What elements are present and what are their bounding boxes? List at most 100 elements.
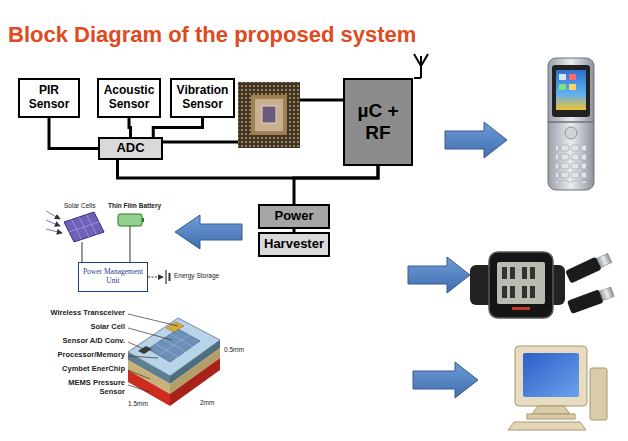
part-label: Wireless Transceiver bbox=[30, 309, 125, 318]
node-text: Vibration Sensor bbox=[175, 84, 230, 112]
processor-chip-photo bbox=[251, 95, 287, 135]
leader-line bbox=[128, 314, 178, 326]
antenna-symbol bbox=[414, 54, 428, 78]
sensor-chip-illustration bbox=[128, 318, 220, 406]
part-label: Sensor A/D Conv. bbox=[30, 337, 125, 346]
thin-film-battery-picture bbox=[118, 214, 144, 226]
part-label: Energy Storage bbox=[174, 272, 219, 279]
solar-cell-picture bbox=[46, 211, 62, 233]
solar-cell-picture bbox=[46, 211, 60, 219]
wrist-watch-picture bbox=[502, 267, 507, 279]
antenna-symbol bbox=[414, 77, 421, 79]
solar-cell-picture bbox=[46, 220, 60, 226]
block-arrow bbox=[445, 122, 507, 158]
harvester-box: Harvester bbox=[258, 232, 330, 257]
wrist-watch-picture bbox=[510, 286, 515, 298]
sensor-chip-illustration bbox=[148, 329, 200, 362]
mobile-phone-picture bbox=[569, 84, 576, 90]
leader-line bbox=[128, 370, 150, 379]
bus-wire bbox=[300, 99, 343, 102]
mobile-phone-picture bbox=[559, 74, 566, 80]
wrist-watch-picture bbox=[497, 262, 545, 304]
leader-line bbox=[128, 314, 178, 392]
solar-cell-picture bbox=[69, 215, 99, 240]
wire bbox=[82, 242, 83, 262]
part-label: Processor/Memory bbox=[30, 351, 125, 360]
solar-cell-picture bbox=[64, 212, 104, 242]
battery-symbol bbox=[166, 270, 170, 284]
battery-symbol bbox=[165, 270, 166, 284]
processor-chip-photo bbox=[255, 99, 283, 131]
processor-chip-photo bbox=[238, 82, 300, 148]
desktop-computer-picture bbox=[508, 422, 586, 430]
usb-dongle-picture bbox=[565, 252, 615, 315]
leader-line bbox=[128, 342, 146, 350]
wrist-watch-picture bbox=[512, 307, 530, 310]
sensor-box: Vibration Sensor bbox=[170, 78, 235, 118]
wrist-watch-picture bbox=[502, 286, 507, 298]
bus-connector bbox=[49, 118, 98, 149]
leader-line bbox=[128, 328, 172, 340]
usb-dongle-picture bbox=[600, 287, 615, 301]
solar-cell-picture bbox=[69, 222, 99, 232]
node-text: Harvester bbox=[264, 237, 324, 252]
wrist-watch-picture bbox=[470, 252, 565, 318]
thin-film-battery-picture bbox=[142, 218, 144, 222]
wrist-watch-picture bbox=[510, 267, 515, 279]
wire bbox=[148, 277, 163, 278]
connector-group bbox=[49, 118, 378, 232]
converter-box: ADC bbox=[98, 137, 163, 160]
desktop-computer-picture bbox=[527, 414, 575, 419]
mobile-phone-picture bbox=[548, 121, 594, 123]
usb-dongle-picture bbox=[567, 289, 604, 314]
solar-cell-picture bbox=[46, 211, 104, 242]
wrist-watch-picture bbox=[530, 286, 535, 298]
desktop-computer-picture bbox=[508, 346, 607, 430]
wrist-watch-picture bbox=[522, 286, 527, 298]
bus-connector bbox=[294, 166, 378, 204]
wrist-watch-picture bbox=[489, 252, 553, 318]
usb-dongle-picture bbox=[567, 285, 615, 314]
usb-dongle-picture bbox=[565, 252, 613, 284]
block-arrow bbox=[175, 122, 507, 398]
leader-line bbox=[128, 356, 158, 358]
part-label: Solar Cell bbox=[30, 323, 125, 332]
bus-connector bbox=[118, 160, 379, 178]
mobile-phone-picture bbox=[548, 58, 594, 190]
mobile-phone-picture bbox=[552, 65, 590, 117]
desktop-computer-picture bbox=[532, 406, 570, 414]
node-text: µC + RF bbox=[349, 100, 407, 144]
processor-chip-photo bbox=[262, 106, 276, 123]
battery-symbol bbox=[169, 273, 171, 281]
sensor-box: Acoustic Sensor bbox=[97, 78, 161, 118]
desktop-computer-picture bbox=[590, 368, 607, 420]
usb-dongle-picture bbox=[597, 253, 612, 267]
mobile-phone-picture bbox=[569, 74, 576, 80]
management-unit-box: Power Management Unit bbox=[78, 262, 148, 292]
node-text: Power bbox=[274, 209, 313, 224]
sensor-box: PIR Sensor bbox=[18, 78, 80, 118]
wrist-watch-picture bbox=[530, 267, 535, 279]
diagram-title: Block Diagram of the proposed system bbox=[8, 22, 416, 48]
desktop-computer-picture bbox=[523, 353, 579, 397]
dimension-label: 0.5mm bbox=[224, 346, 244, 353]
processor-chip-photo bbox=[238, 82, 300, 148]
mobile-phone-picture bbox=[559, 84, 566, 90]
mobile-phone-picture bbox=[556, 70, 586, 110]
mobile-phone-picture bbox=[565, 127, 577, 139]
part-label: Thin Film Battery bbox=[108, 202, 161, 209]
usb-dongle-picture bbox=[565, 257, 602, 284]
sensor-chip-illustration bbox=[128, 318, 220, 376]
power-box: Power bbox=[258, 204, 330, 229]
block-arrow bbox=[175, 215, 242, 249]
bus-connector bbox=[129, 118, 131, 137]
block-arrow bbox=[408, 257, 470, 293]
node-text: Acoustic Sensor bbox=[102, 84, 156, 112]
antenna-symbol bbox=[414, 54, 428, 66]
bus-connector bbox=[153, 118, 202, 137]
thin-film-battery-picture bbox=[118, 214, 142, 226]
node-text: PIR Sensor bbox=[23, 84, 75, 112]
solar-cell-picture bbox=[46, 229, 62, 233]
wire bbox=[130, 226, 131, 262]
